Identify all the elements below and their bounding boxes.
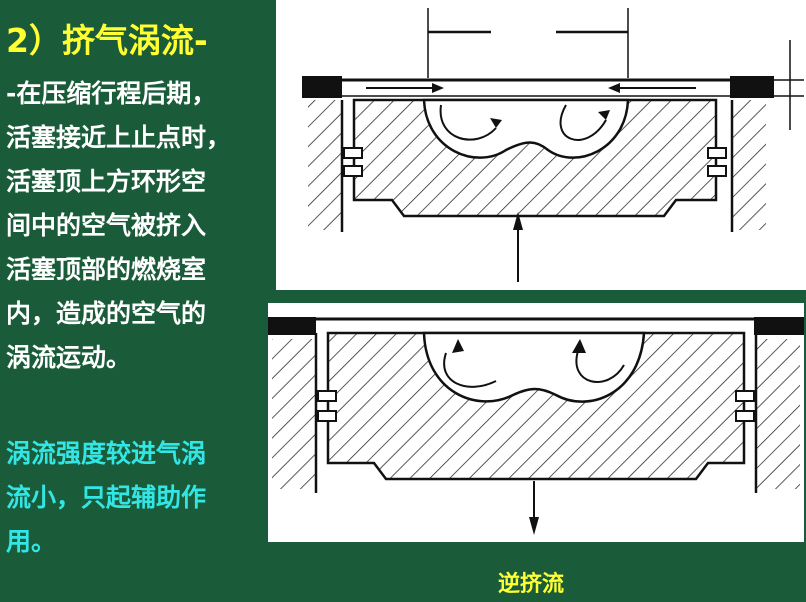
text-line: 活塞顶部的燃烧室 [6, 255, 207, 284]
reverse-squish-flow-diagram [268, 303, 804, 542]
cylinder-wall-left [308, 100, 342, 230]
up-arrow-icon [513, 212, 523, 230]
squish-flow-drawing [302, 8, 804, 282]
head-gasket-right [754, 317, 804, 335]
text-line: 活塞接近上止点时， [6, 123, 232, 152]
text-line: 涡流强度较进气涡 [6, 439, 207, 468]
text-line: 用。 [6, 527, 57, 556]
reverse-squish-flow-drawing [268, 317, 804, 535]
slide-title: 2）挤气涡流- [6, 21, 208, 60]
figure-caption: 逆挤流 [498, 572, 565, 597]
cylinder-wall-left [272, 339, 316, 489]
note-paragraph: 涡流强度较进气涡 流小，只起辅助作 用。 [6, 432, 268, 564]
squish-flow-diagram [276, 0, 806, 290]
text-line: 间中的空气被挤入 [6, 211, 207, 240]
head-gasket-left [268, 317, 316, 335]
text-line: 流小，只起辅助作 [6, 483, 207, 512]
combustion-bowl [422, 98, 630, 159]
combustion-bowl [422, 331, 646, 403]
text-line: 涡流运动。 [6, 343, 132, 372]
text-line: 内，造成的空气的 [6, 299, 207, 328]
cylinder-wall-right [756, 339, 800, 489]
text-line: -在压缩行程后期， [6, 79, 217, 108]
cylinder-wall-right [732, 100, 766, 230]
down-arrow-icon [529, 517, 539, 535]
text-line: 活塞顶上方环形空 [6, 167, 207, 196]
description-paragraph: -在压缩行程后期， 活塞接近上止点时， 活塞顶上方环形空 间中的空气被挤入 活塞… [6, 72, 268, 380]
